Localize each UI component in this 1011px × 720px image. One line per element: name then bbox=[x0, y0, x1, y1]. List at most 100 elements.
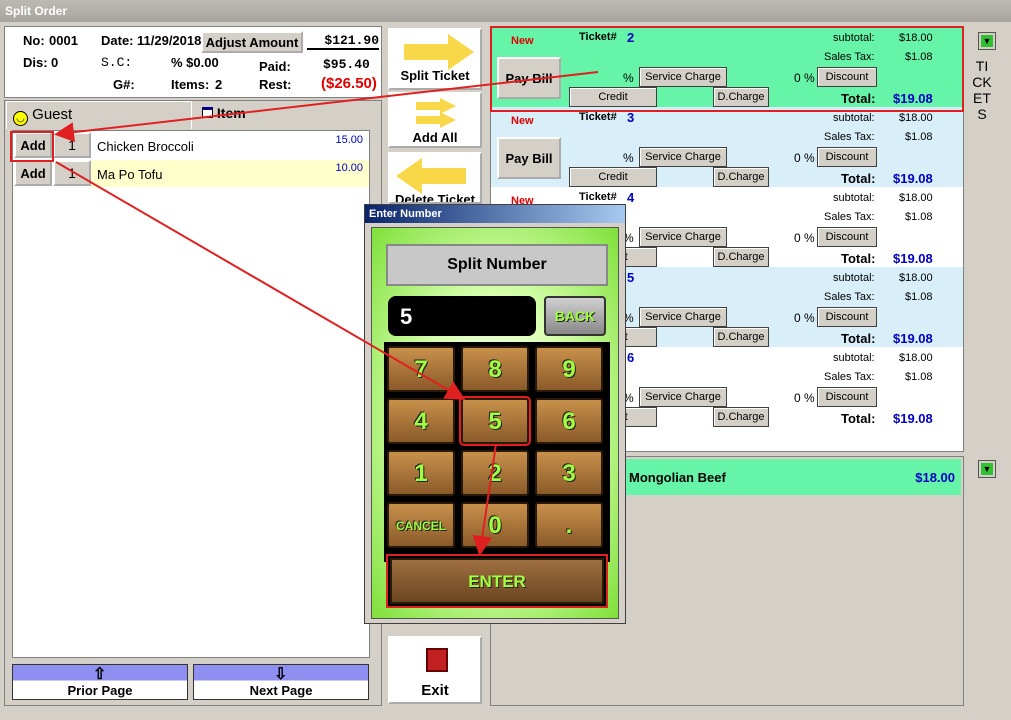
number-display[interactable]: 5 bbox=[388, 296, 536, 336]
delete-ticket-button[interactable]: Delete Ticket bbox=[388, 152, 482, 204]
dialog-title: Enter Number bbox=[365, 205, 625, 223]
service-pct-label: % bbox=[623, 311, 634, 325]
ticket-item-price: $18.00 bbox=[915, 470, 955, 485]
item-quantity[interactable]: 1 bbox=[53, 132, 91, 158]
arrow-left-icon bbox=[396, 158, 466, 194]
sales-tax-value: $1.08 bbox=[905, 291, 933, 303]
ticket-item-name: Mongolian Beef bbox=[629, 470, 726, 485]
digit-key-4[interactable]: 4 bbox=[387, 398, 455, 444]
item-price: 10.00 bbox=[335, 162, 363, 174]
split-ticket-label: Split Ticket bbox=[400, 68, 470, 83]
scroll-tickets-button[interactable]: ▼ bbox=[978, 32, 996, 50]
discount-button[interactable]: Discount bbox=[817, 307, 877, 327]
decimal-key[interactable]: . bbox=[535, 502, 603, 548]
order-header: No: 0001 Date: 11/29/2018 Adjust Amount … bbox=[4, 26, 382, 98]
ticket-number-label: Ticket# bbox=[579, 191, 617, 203]
service-pct-label: % bbox=[623, 71, 634, 85]
split-number-label: Split Number bbox=[386, 244, 608, 286]
service-charge-button[interactable]: Service Charge bbox=[639, 387, 727, 407]
dcharge-button[interactable]: D.Charge bbox=[713, 167, 769, 187]
exit-button[interactable]: Exit bbox=[388, 636, 482, 704]
paid-value: $95.40 bbox=[323, 57, 370, 72]
list-item: Add 1 Chicken Broccoli 15.00 bbox=[13, 132, 369, 159]
ticket-number: 2 bbox=[627, 30, 635, 45]
sales-tax-value: $1.08 bbox=[905, 131, 933, 143]
total-label: Total: bbox=[841, 411, 876, 426]
adjust-amount-button[interactable]: Adjust Amount bbox=[201, 31, 303, 53]
paid-label: Paid: bbox=[259, 59, 291, 74]
dis-value: 0 bbox=[51, 55, 59, 70]
digit-key-2[interactable]: 2 bbox=[461, 450, 529, 496]
sales-tax-label: Sales Tax: bbox=[824, 371, 875, 383]
up-arrow-icon: ⇧ bbox=[93, 666, 107, 683]
digit-key-8[interactable]: 8 bbox=[461, 346, 529, 392]
discount-button[interactable]: Discount bbox=[817, 147, 877, 167]
add-item-button[interactable]: Add bbox=[14, 160, 52, 186]
subtotal-label: subtotal: bbox=[833, 112, 875, 124]
discount-pct-label: 0 % bbox=[794, 71, 815, 85]
dcharge-button[interactable]: D.Charge bbox=[713, 87, 769, 107]
dcharge-button[interactable]: D.Charge bbox=[713, 247, 769, 267]
service-charge-button[interactable]: Service Charge bbox=[639, 227, 727, 247]
tab-item[interactable]: Item bbox=[198, 103, 378, 125]
digit-key-0[interactable]: 0 bbox=[461, 502, 529, 548]
tab-guest[interactable]: ◡ Guest bbox=[6, 101, 192, 129]
dcharge-button[interactable]: D.Charge bbox=[713, 327, 769, 347]
back-button[interactable]: BACK bbox=[544, 296, 606, 336]
item-quantity[interactable]: 1 bbox=[53, 160, 91, 186]
service-charge-button[interactable]: Service Charge bbox=[639, 147, 727, 167]
total-value: $19.08 bbox=[893, 251, 933, 266]
service-charge-button[interactable]: Service Charge bbox=[639, 307, 727, 327]
digit-key-7[interactable]: 7 bbox=[387, 346, 455, 392]
total-label: Total: bbox=[841, 331, 876, 346]
no-label: No: bbox=[23, 33, 45, 48]
item-price: 15.00 bbox=[335, 134, 363, 146]
cancel-key[interactable]: CANCEL bbox=[387, 502, 455, 548]
add-all-button[interactable]: Add All bbox=[388, 92, 482, 148]
ticket-number: 5 bbox=[627, 270, 635, 285]
ticket-new-label: New bbox=[511, 115, 534, 127]
subtotal-label: subtotal: bbox=[833, 272, 875, 284]
pay-bill-button[interactable]: Pay Bill bbox=[497, 137, 561, 179]
sales-tax-value: $1.08 bbox=[905, 371, 933, 383]
split-ticket-button[interactable]: Split Ticket bbox=[388, 28, 482, 90]
service-pct-label: % bbox=[623, 231, 634, 245]
order-total: $121.90 bbox=[307, 33, 379, 50]
order-number: 0001 bbox=[49, 33, 78, 48]
discount-button[interactable]: Discount bbox=[817, 227, 877, 247]
service-charge-button[interactable]: Service Charge bbox=[639, 67, 727, 87]
next-page-button[interactable]: ⇩ Next Page bbox=[193, 664, 369, 700]
ticket-number: 6 bbox=[627, 350, 635, 365]
digit-key-1[interactable]: 1 bbox=[387, 450, 455, 496]
add-item-button[interactable]: Add bbox=[14, 132, 52, 158]
sc-label: S.C: bbox=[101, 55, 133, 70]
next-page-label: Next Page bbox=[249, 683, 313, 698]
digit-key-9[interactable]: 9 bbox=[535, 346, 603, 392]
dcharge-button[interactable]: D.Charge bbox=[713, 407, 769, 427]
subtotal-value: $18.00 bbox=[899, 32, 933, 44]
discount-button[interactable]: Discount bbox=[817, 67, 877, 87]
checkbox-icon bbox=[202, 107, 213, 118]
tab-item-label: Item bbox=[216, 105, 246, 121]
digit-key-5[interactable]: 5 bbox=[459, 396, 531, 446]
sc-value: % $0.00 bbox=[171, 55, 219, 70]
digit-key-3[interactable]: 3 bbox=[535, 450, 603, 496]
digit-key-6[interactable]: 6 bbox=[535, 398, 603, 444]
rest-label: Rest: bbox=[259, 77, 292, 92]
total-value: $19.08 bbox=[893, 411, 933, 426]
discount-button[interactable]: Discount bbox=[817, 387, 877, 407]
rest-value: ($26.50) bbox=[321, 75, 377, 92]
credit-button[interactable]: Credit bbox=[569, 167, 657, 187]
prior-page-button[interactable]: ⇧ Prior Page bbox=[12, 664, 188, 700]
discount-pct-label: 0 % bbox=[794, 151, 815, 165]
subtotal-value: $18.00 bbox=[899, 192, 933, 204]
subtotal-label: subtotal: bbox=[833, 192, 875, 204]
exit-door-icon bbox=[426, 648, 448, 672]
exit-label: Exit bbox=[421, 682, 449, 699]
order-date: 11/29/2018 bbox=[137, 33, 202, 48]
scroll-items-button[interactable]: ▼ bbox=[978, 460, 996, 478]
enter-button[interactable]: ENTER bbox=[390, 558, 604, 604]
